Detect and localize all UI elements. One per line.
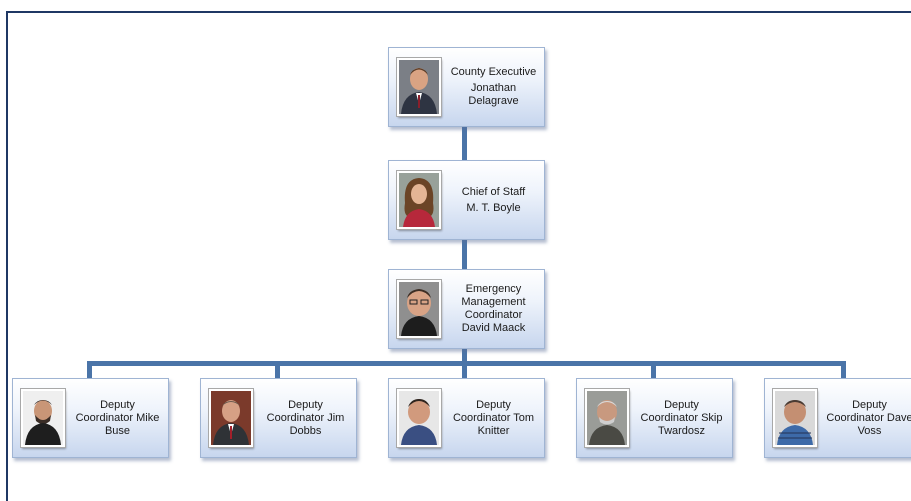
person-name: Jonathan Delagrave xyxy=(459,82,529,108)
portrait-photo-icon xyxy=(397,389,441,447)
portrait-photo-icon xyxy=(21,389,65,447)
deputy-label: Deputy Coordinator Jim Dobbs xyxy=(257,379,354,457)
deputy-title-name: Deputy Coordinator Skip Twardosz xyxy=(636,399,728,438)
chief-of-staff-label: Chief of Staff M. T. Boyle xyxy=(445,161,542,239)
portrait-photo-icon xyxy=(585,389,629,447)
connector-chief-to-coordinator xyxy=(462,238,467,271)
deputy-label: Deputy Coordinator Dave Voss xyxy=(821,379,911,457)
position-title: County Executive xyxy=(451,66,537,79)
deputy-label: Deputy Coordinator Tom Knitter xyxy=(445,379,542,457)
deputy-title-name: Deputy Coordinator Mike Buse xyxy=(72,399,164,438)
portrait-photo-icon xyxy=(209,389,253,447)
deputy-title-name: Deputy Coordinator Jim Dobbs xyxy=(260,399,352,438)
position-title: Emergency Management Coordinator xyxy=(458,283,530,322)
portrait-photo-icon xyxy=(397,58,441,116)
portrait-photo-icon xyxy=(773,389,817,447)
card-deputy: Deputy Coordinator Mike Buse xyxy=(12,378,169,458)
county-executive-label: County Executive Jonathan Delagrave xyxy=(445,48,542,126)
card-deputy: Deputy Coordinator Tom Knitter xyxy=(388,378,545,458)
coordinator-label: Emergency Management Coordinator David M… xyxy=(445,270,542,348)
deputy-title-name: Deputy Coordinator Tom Knitter xyxy=(448,399,540,438)
position-title: Chief of Staff xyxy=(462,186,525,199)
deputy-label: Deputy Coordinator Mike Buse xyxy=(69,379,166,457)
deputy-label: Deputy Coordinator Skip Twardosz xyxy=(633,379,730,457)
portrait-photo-icon xyxy=(397,280,441,338)
person-name: David Maack xyxy=(462,322,526,335)
person-name: M. T. Boyle xyxy=(466,202,520,215)
card-deputy: Deputy Coordinator Skip Twardosz xyxy=(576,378,733,458)
card-deputy: Deputy Coordinator Jim Dobbs xyxy=(200,378,357,458)
card-chief-of-staff: Chief of Staff M. T. Boyle xyxy=(388,160,545,240)
deputy-title-name: Deputy Coordinator Dave Voss xyxy=(824,399,911,438)
card-county-executive: County Executive Jonathan Delagrave xyxy=(388,47,545,127)
card-deputy: Deputy Coordinator Dave Voss xyxy=(764,378,911,458)
portrait-photo-icon xyxy=(397,171,441,229)
card-emergency-coordinator: Emergency Management Coordinator David M… xyxy=(388,269,545,349)
connector-exec-to-chief xyxy=(462,126,467,164)
